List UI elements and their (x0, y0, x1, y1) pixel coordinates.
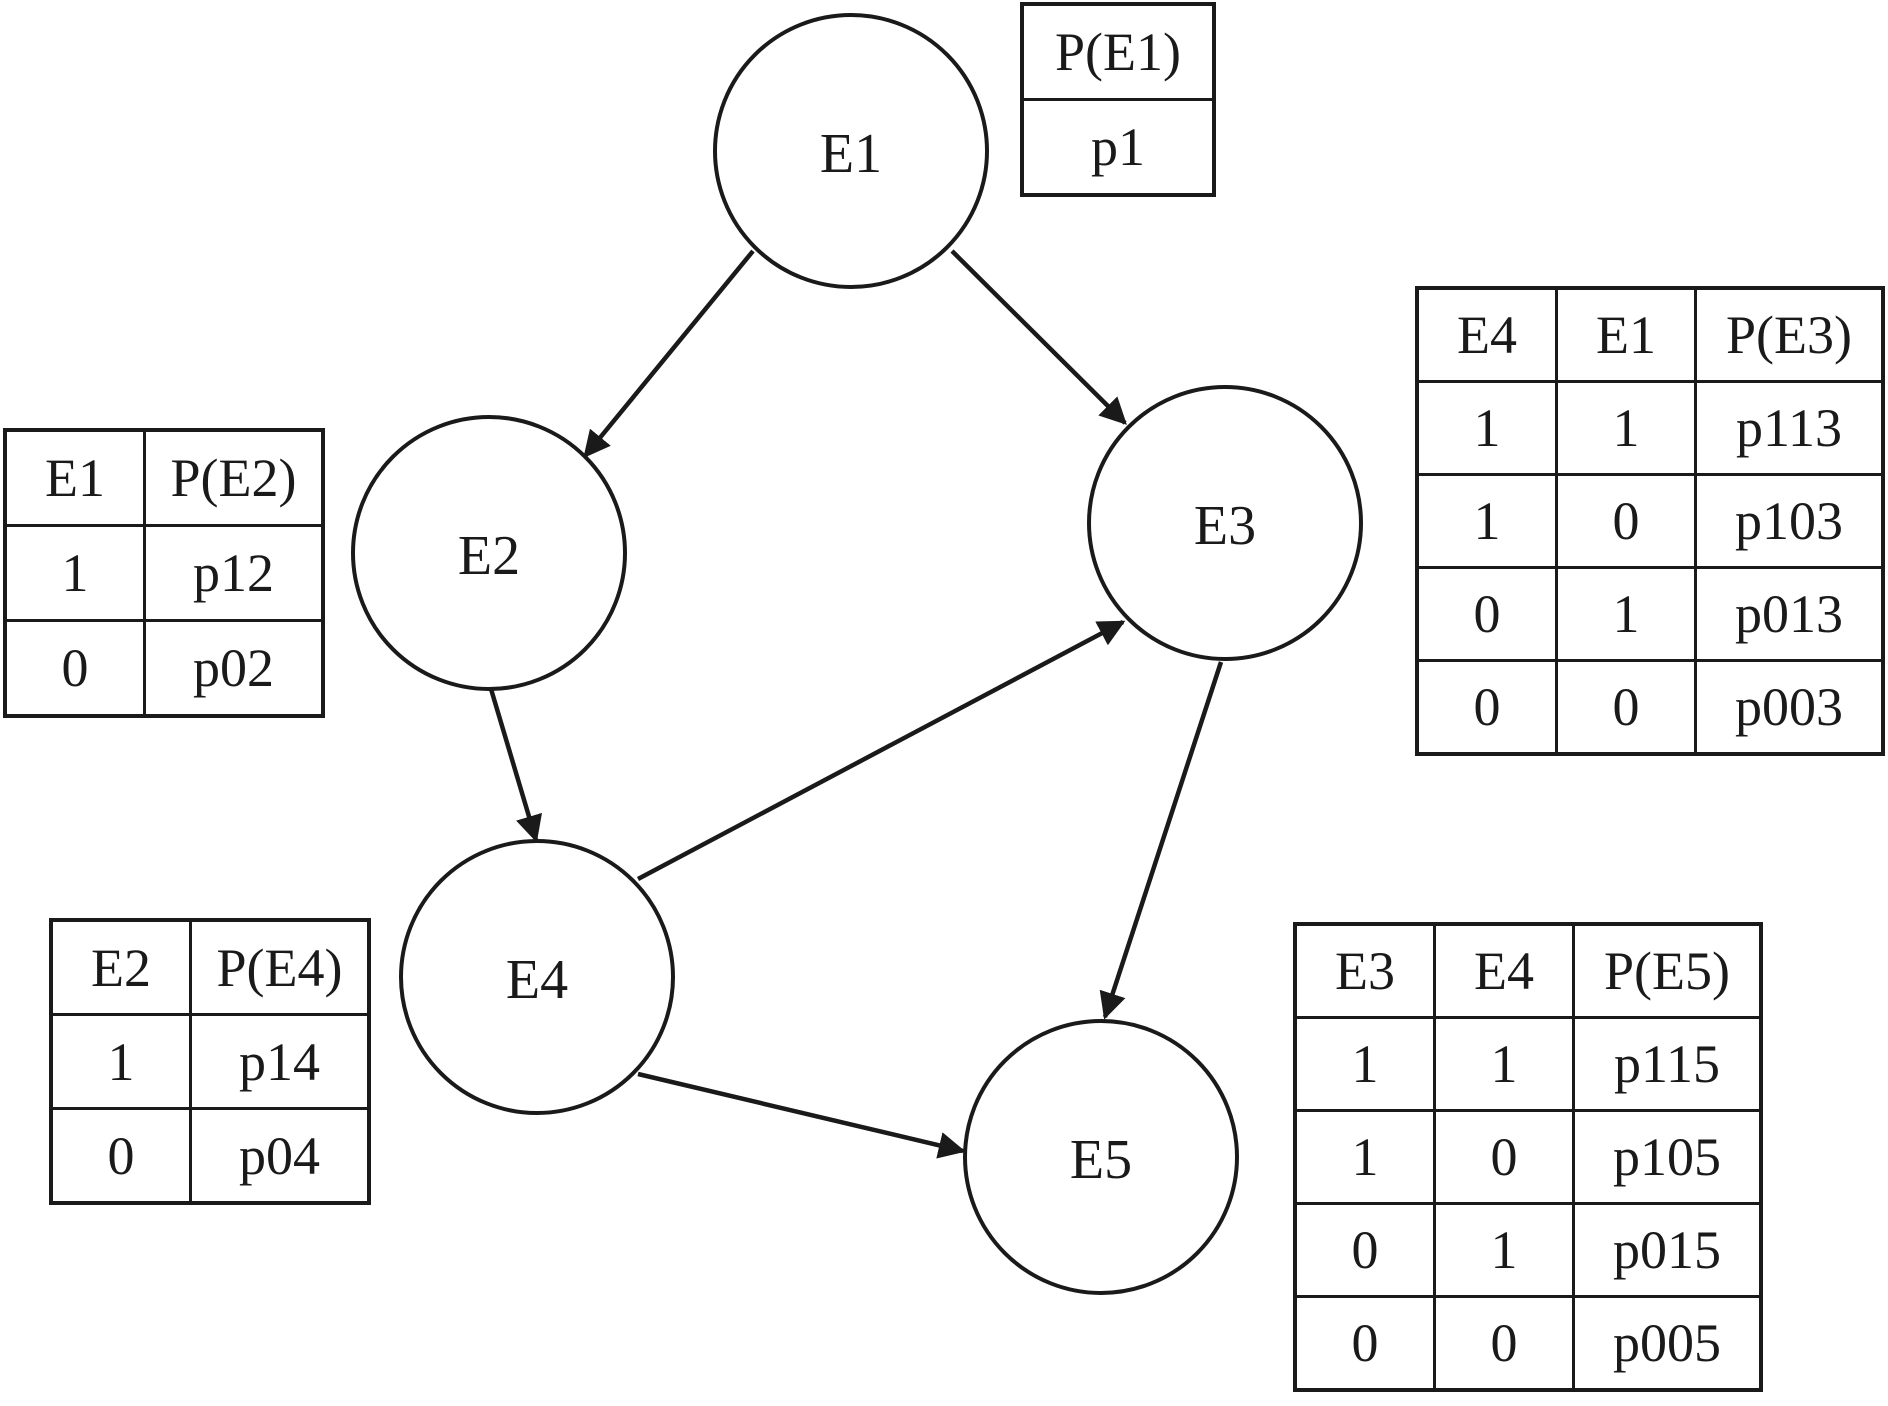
cpt-cell: 1 (1433, 1016, 1575, 1112)
cpt-header-row: E4 E1 P(E3) (1415, 286, 1885, 383)
cpt-row: 1 1 p115 (1293, 1016, 1763, 1112)
cpt-cell: 0 (1293, 1295, 1436, 1392)
cpt-cell: 1 (1415, 473, 1558, 569)
cpt-header-cell: E4 (1415, 286, 1558, 383)
cpt-table-e1: P(E1) p1 (1020, 2, 1216, 197)
node-e3-circle (1087, 385, 1363, 661)
cpt-cell: p105 (1572, 1109, 1763, 1205)
cpt-cell: 1 (1433, 1202, 1575, 1298)
node-e2-circle (351, 415, 627, 691)
cpt-cell: 1 (1293, 1109, 1436, 1205)
cpt-cell: p1 (1020, 98, 1216, 197)
node-e4: E4 (399, 839, 675, 1115)
cpt-header-row: P(E1) (1020, 2, 1216, 101)
cpt-row: 1 p14 (49, 1013, 371, 1110)
cpt-row: 1 1 p113 (1415, 380, 1885, 476)
node-e3-label: E3 (1194, 495, 1256, 557)
cpt-cell: p003 (1694, 659, 1885, 756)
cpt-header-cell: E4 (1433, 922, 1575, 1019)
cpt-cell: 0 (1415, 566, 1558, 662)
cpt-cell: p115 (1572, 1016, 1763, 1112)
cpt-table-e3: E4 E1 P(E3) 1 1 p113 1 0 p103 0 1 p013 0… (1415, 286, 1885, 756)
cpt-cell: p005 (1572, 1295, 1763, 1392)
cpt-cell: 0 (1555, 659, 1697, 756)
node-e2: E2 (351, 415, 627, 691)
cpt-row: 0 1 p013 (1415, 566, 1885, 662)
cpt-cell: p103 (1694, 473, 1885, 569)
edge-e4-to-e3 (636, 620, 1126, 881)
cpt-cell: p015 (1572, 1202, 1763, 1298)
cpt-table-e4: E2 P(E4) 1 p14 0 p04 (49, 918, 371, 1205)
node-e2-label: E2 (458, 525, 520, 587)
cpt-row: 0 0 p003 (1415, 659, 1885, 756)
cpt-cell: 1 (3, 524, 146, 622)
cpt-table-e5: E3 E4 P(E5) 1 1 p115 1 0 p105 0 1 p015 0… (1293, 922, 1763, 1392)
cpt-header-cell: E1 (1555, 286, 1697, 383)
cpt-cell: p04 (189, 1107, 371, 1205)
node-e4-circle (399, 839, 675, 1115)
cpt-header-cell: P(E2) (143, 428, 325, 527)
cpt-row: p1 (1020, 98, 1216, 197)
cpt-row: 1 0 p105 (1293, 1109, 1763, 1205)
node-e3: E3 (1087, 385, 1363, 661)
node-e5: E5 (963, 1019, 1239, 1295)
cpt-cell: p113 (1694, 380, 1885, 476)
node-e5-label: E5 (1070, 1129, 1132, 1191)
cpt-cell: 1 (49, 1013, 192, 1110)
cpt-cell: p12 (143, 524, 325, 622)
cpt-header-cell: P(E3) (1694, 286, 1885, 383)
cpt-header-cell: E3 (1293, 922, 1436, 1019)
edge-e3-to-e5 (1099, 661, 1224, 1020)
cpt-cell: 0 (3, 619, 146, 718)
cpt-row: 0 1 p015 (1293, 1202, 1763, 1298)
cpt-cell: 0 (1433, 1295, 1575, 1392)
cpt-cell: p14 (189, 1013, 371, 1110)
cpt-cell: 1 (1555, 566, 1697, 662)
cpt-row: 1 p12 (3, 524, 325, 622)
cpt-header-cell: P(E4) (189, 918, 371, 1016)
cpt-cell: 0 (1433, 1109, 1575, 1205)
edge-e1-to-e3 (950, 249, 1127, 425)
cpt-cell: 1 (1293, 1016, 1436, 1112)
cpt-cell: 1 (1415, 380, 1558, 476)
cpt-header-cell: E2 (49, 918, 192, 1016)
cpt-header-row: E1 P(E2) (3, 428, 325, 527)
cpt-cell: 0 (1555, 473, 1697, 569)
node-e1-circle (713, 13, 989, 289)
node-e1-label: E1 (820, 123, 882, 185)
node-e4-label: E4 (506, 949, 568, 1011)
cpt-header-cell: E1 (3, 428, 146, 527)
cpt-header-row: E2 P(E4) (49, 918, 371, 1016)
cpt-row: 0 0 p005 (1293, 1295, 1763, 1392)
node-e5-circle (963, 1019, 1239, 1295)
cpt-row: 0 p04 (49, 1107, 371, 1205)
cpt-row: 0 p02 (3, 619, 325, 718)
cpt-header-cell: P(E1) (1020, 2, 1216, 101)
cpt-cell: 0 (1293, 1202, 1436, 1298)
cpt-header-row: E3 E4 P(E5) (1293, 922, 1763, 1019)
edge-e4-to-e5 (637, 1071, 966, 1159)
node-e1: E1 (713, 13, 989, 289)
cpt-cell: p013 (1694, 566, 1885, 662)
cpt-cell: 0 (49, 1107, 192, 1205)
cpt-cell: 0 (1415, 659, 1558, 756)
cpt-header-cell: P(E5) (1572, 922, 1763, 1019)
cpt-table-e2: E1 P(E2) 1 p12 0 p02 (3, 428, 325, 718)
edge-e2-to-e4 (488, 688, 542, 843)
cpt-cell: p02 (143, 619, 325, 718)
edge-e1-to-e2 (583, 249, 755, 459)
cpt-row: 1 0 p103 (1415, 473, 1885, 569)
cpt-cell: 1 (1555, 380, 1697, 476)
